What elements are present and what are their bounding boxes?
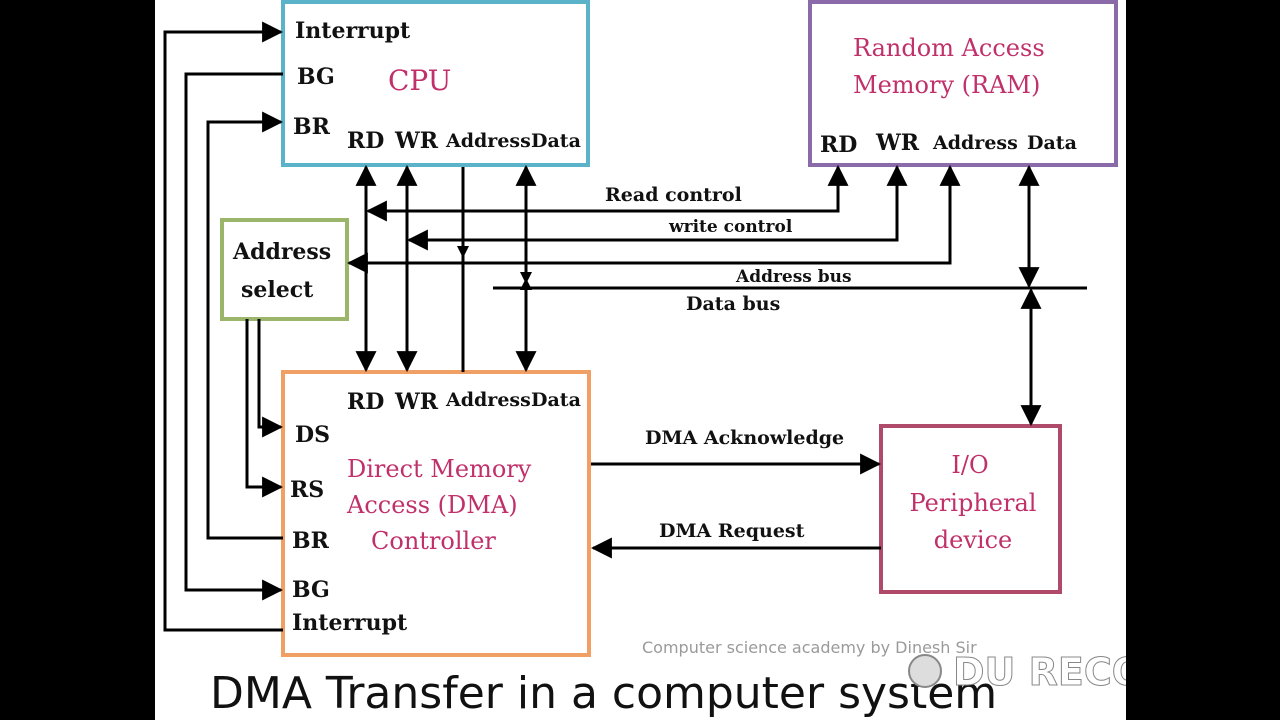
dma-box — [281, 370, 591, 657]
read-control-line — [365, 164, 849, 222]
dma-acknowledge-label: DMA Acknowledge — [645, 427, 844, 449]
write-control-label: write control — [668, 217, 793, 237]
cpu-br-label: BR — [293, 114, 331, 140]
dma-br-label: BR — [292, 528, 330, 554]
dma-interrupt-label: Interrupt — [292, 610, 408, 636]
cpu-address-label: Address — [445, 130, 531, 152]
data-line-arrow-down — [520, 272, 532, 284]
bg-line — [184, 72, 284, 601]
dma-bg-label: BG — [292, 577, 330, 603]
io-line3: device — [934, 526, 1012, 554]
address-select-box — [220, 218, 349, 321]
caption-title: DMA Transfer in a computer system — [210, 668, 997, 719]
address-bus-line — [346, 164, 961, 274]
ds-line — [257, 319, 284, 438]
dma-title-line3: Controller — [371, 527, 496, 555]
br-line — [206, 111, 284, 540]
address-select-line2: select — [241, 277, 314, 303]
cpu-title: CPU — [388, 64, 451, 97]
io-box — [879, 424, 1062, 594]
diagram-canvas: Interrupt BG BR CPU RD WR Address Data R… — [155, 0, 1126, 720]
ram-rd-label: RD — [820, 132, 857, 158]
dma-title-line2: Access (DMA) — [346, 491, 518, 519]
ram-title-line2: Memory (RAM) — [853, 71, 1040, 99]
recorder-logo-icon — [908, 654, 942, 688]
interrupt-line — [163, 21, 284, 632]
cpu-data-label: Data — [531, 130, 581, 152]
data-bus-label: Data bus — [686, 293, 780, 315]
dma-diagram: Interrupt BG BR CPU RD WR Address Data R… — [163, 0, 1126, 719]
dma-data-label: Data — [531, 389, 581, 411]
dma-request-label: DMA Request — [659, 520, 805, 542]
dma-rd-label: RD — [347, 389, 384, 415]
watermark-text: DU RECORDER — [953, 650, 1126, 694]
ram-data-label: Data — [1027, 132, 1077, 154]
cpu-bg-label: BG — [297, 64, 335, 90]
dma-rs-label: RS — [290, 477, 324, 503]
address-select-line1: Address — [232, 239, 331, 265]
cpu-box — [281, 0, 590, 167]
rs-line — [245, 319, 284, 498]
dma-address-label: Address — [445, 389, 531, 411]
cpu-rd-label: RD — [347, 128, 384, 154]
address-line-arrow — [457, 246, 469, 258]
dma-wr-label: WR — [394, 389, 439, 415]
dma-ds-label: DS — [295, 422, 330, 448]
dma-title-line1: Direct Memory — [347, 455, 532, 483]
recorder-watermark: DU RECORDER — [908, 650, 1126, 695]
cpu-wr-label: WR — [394, 128, 439, 154]
address-bus-label: Address bus — [735, 267, 852, 287]
ram-title-line1: Random Access — [853, 34, 1045, 62]
cpu-interrupt-label: Interrupt — [295, 18, 411, 44]
ram-box — [808, 0, 1118, 167]
ram-wr-label: WR — [875, 130, 920, 156]
read-control-label: Read control — [605, 184, 742, 206]
io-line2: Peripheral — [910, 489, 1037, 517]
ram-address-label: Address — [932, 132, 1018, 154]
io-line1: I/O — [951, 451, 988, 479]
credit-text: Computer science academy by Dinesh Sir — [642, 638, 977, 657]
